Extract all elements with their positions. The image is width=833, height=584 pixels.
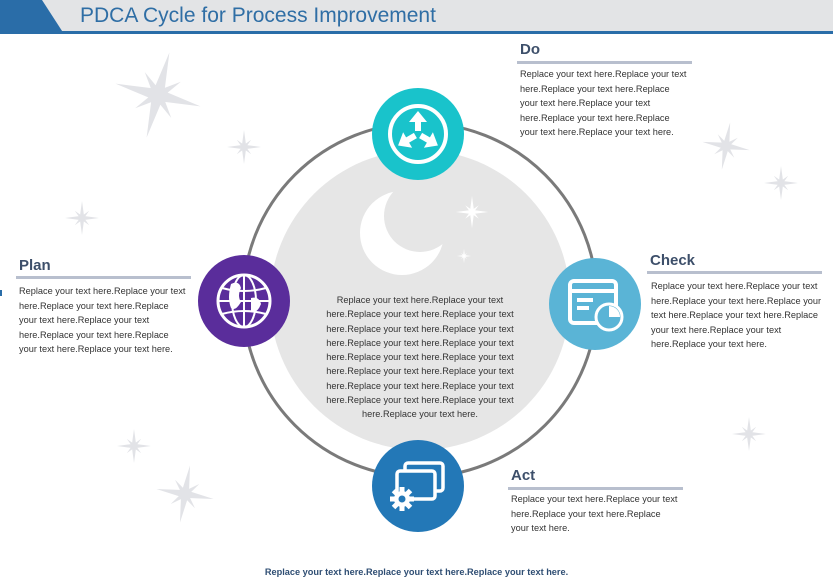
edge-marker [0, 290, 2, 296]
act-body: Replace your text here.Replace your text… [511, 494, 678, 533]
plan-body: Replace your text here.Replace your text… [19, 286, 186, 354]
plan-node [198, 255, 290, 347]
plan-title: Plan [19, 257, 51, 274]
act-title: Act [511, 467, 536, 484]
do-body: Replace your text here.Replace your text… [520, 69, 687, 137]
do-title: Do [520, 41, 540, 58]
center-disc [270, 150, 570, 450]
arrows-outward-icon [388, 104, 448, 164]
header-bar: PDCA Cycle for Process Improvement [0, 0, 833, 34]
footer-text: Replace your text here.Replace your text… [264, 567, 569, 577]
check-title: Check [650, 252, 696, 269]
act-node [372, 440, 464, 532]
plan-underline [16, 276, 191, 279]
check-underline [647, 271, 822, 274]
windows-gear-icon [390, 461, 445, 511]
act-underline [508, 487, 683, 490]
check-body: Replace your text here.Replace your text… [651, 281, 822, 349]
check-node [549, 258, 641, 350]
do-underline [517, 61, 692, 64]
page-title: PDCA Cycle for Process Improvement [80, 4, 436, 27]
globe-icon [216, 273, 272, 329]
dashboard-window-icon [568, 279, 624, 332]
moon-icon [360, 180, 456, 275]
center-text: Replace your text here.Replace your text… [326, 295, 514, 420]
do-node [372, 88, 464, 180]
